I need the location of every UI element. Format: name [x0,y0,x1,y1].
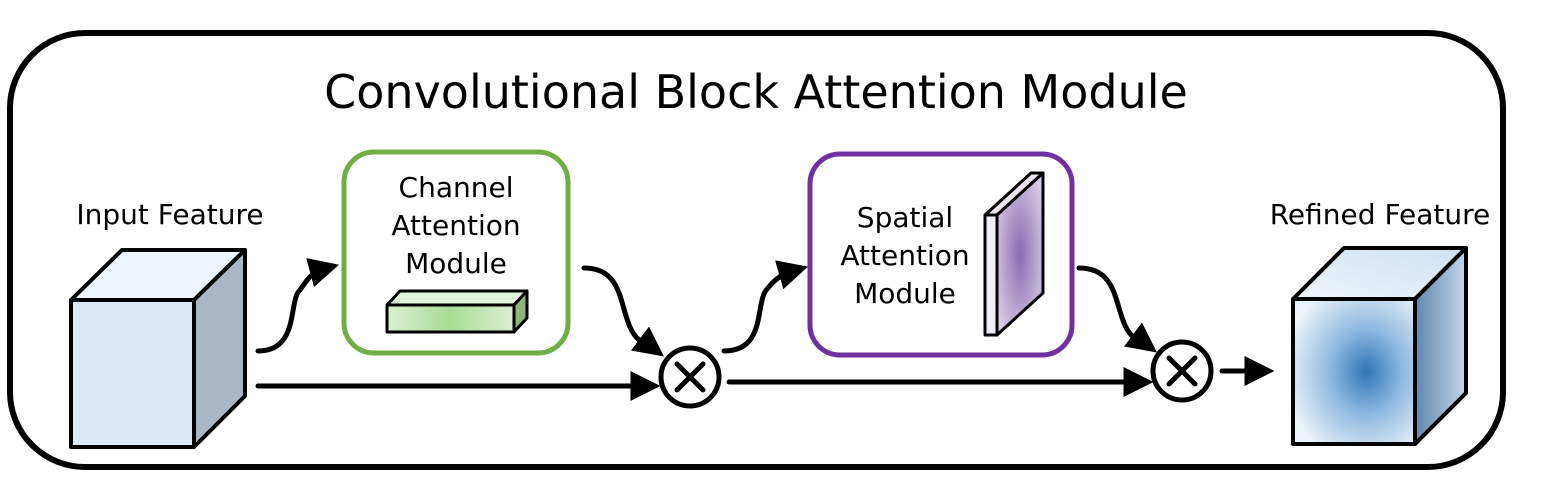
arrow-spatial-to-multiply-2 [1076,265,1157,353]
channel-attention-label-3: Module [405,247,507,280]
channel-attention-label-2: Attention [391,209,520,242]
multiply-node-1 [658,345,722,409]
channel-attention-vector [385,289,529,334]
spatial-attention-map [983,171,1045,337]
spatial-attention-label-2: Attention [840,239,969,272]
input-feature-cube [69,248,247,449]
input-feature-label: Input Feature [76,198,263,231]
arrow-input-to-channel [255,258,340,354]
diagram-title: Convolutional Block Attention Module [324,65,1188,119]
module-frame [7,30,1506,470]
spatial-attention-label-3: Module [854,277,956,310]
channel-attention-label-1: Channel [399,171,514,204]
multiply-node-2 [1150,339,1214,403]
spatial-attention-label-1: Spatial [857,201,953,234]
arrow-multiply-1-to-spatial [721,260,809,354]
arrow-channel-to-multiply-1 [581,265,664,357]
refined-feature-cube [1291,246,1468,446]
refined-feature-label: Refined Feature [1270,198,1491,231]
